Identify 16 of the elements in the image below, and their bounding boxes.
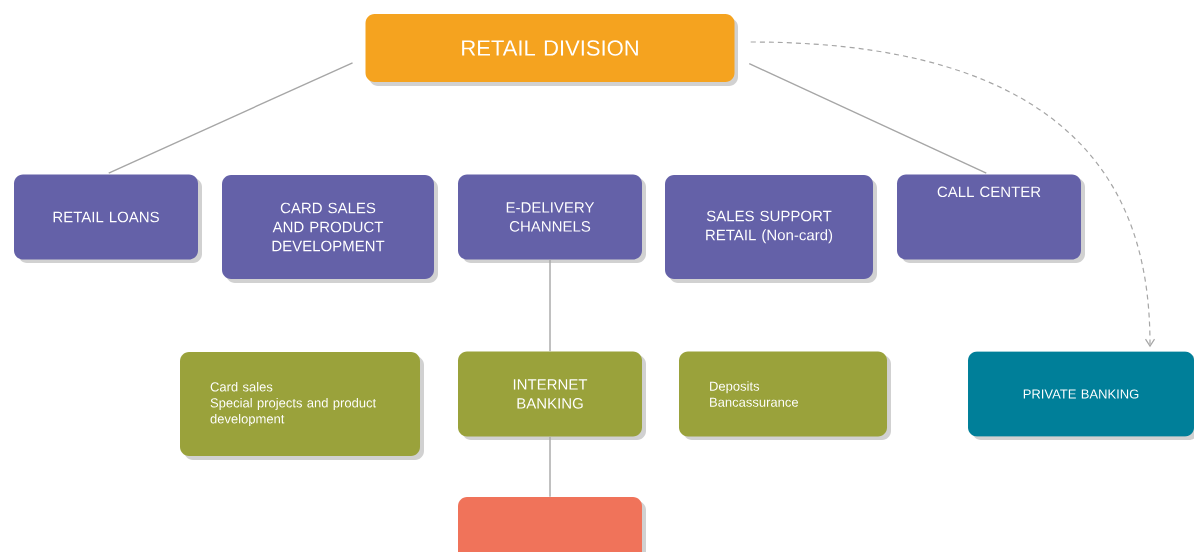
connector [549,259,551,352]
unit-box: Deposits Bancassurance [679,351,887,437]
connector [108,62,354,174]
unit-box: Card sales Special projects and product development [180,352,420,456]
unit-box: E-DELIVERY CHANNELS [458,174,642,260]
connector [748,63,987,174]
unit-box: SALES SUPPORT RETAIL (Non-card) [665,175,873,279]
division-box: PRIVATE BANKING [968,351,1194,437]
unit-box: INTERNET BANKING [458,351,642,437]
unit-box: RETAIL LOANS [14,174,198,260]
connector [549,436,551,498]
division-box: RETAIL DIVISION [365,14,735,82]
unit-box: CALL CENTER [897,174,1081,260]
unit-box: CARD SALES AND PRODUCT DEVELOPMENT [222,175,434,279]
empty-box [458,497,642,552]
connector [750,41,1156,348]
